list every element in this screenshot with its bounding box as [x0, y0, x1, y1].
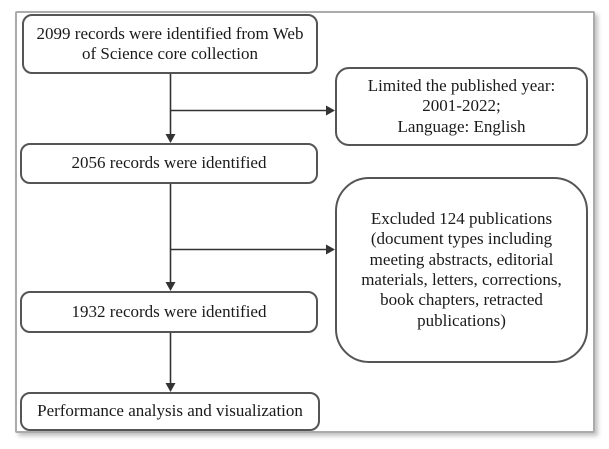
side-box-limit-criteria: Limited the published year: 2001-2022; L… [335, 67, 588, 146]
side-box-excluded-publications: Excluded 124 publications (document type… [335, 177, 588, 363]
diagram-frame [15, 11, 595, 433]
flow-box-performance-analysis: Performance analysis and visualization [20, 392, 320, 431]
flow-box-records-identified-1932: 1932 records were identified [20, 291, 318, 333]
flow-box-records-identified-2099: 2099 records were identified from Web of… [22, 14, 318, 74]
flow-box-records-identified-2056: 2056 records were identified [20, 143, 318, 184]
